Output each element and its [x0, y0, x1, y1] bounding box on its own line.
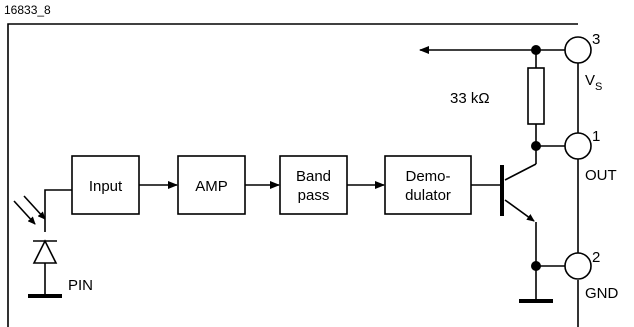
light-arrow-2 — [23, 195, 46, 220]
pin-diode-label: PIN — [68, 277, 93, 294]
emitter — [504, 199, 535, 222]
input-block — [71, 155, 140, 215]
collector — [504, 163, 537, 181]
input-label: Input — [89, 178, 123, 195]
pin-1-terminal — [564, 132, 592, 160]
resistor — [527, 67, 545, 125]
demodulator-label-line1: Demo- — [405, 168, 450, 185]
resistor-label: 33 kΩ — [450, 90, 490, 107]
pin-3-name: VS — [585, 72, 602, 93]
demodulator-label-line2: dulator — [405, 187, 451, 204]
pin-1-name: OUT — [585, 167, 617, 184]
figure-id: 16833_8 — [4, 3, 51, 17]
outer-frame — [7, 23, 578, 327]
pin-2-number: 2 — [592, 249, 600, 266]
demodulator-block — [384, 155, 472, 215]
light-arrow-1 — [13, 200, 36, 225]
pin-3-number: 3 — [592, 31, 600, 48]
pin-2-terminal — [564, 252, 592, 280]
bandpass-block — [279, 155, 348, 215]
pin-1-number: 1 — [592, 128, 600, 145]
amp-block — [177, 155, 246, 215]
pin-diode — [32, 239, 58, 264]
pin-3-terminal — [564, 36, 592, 64]
pin-2-name: GND — [585, 285, 619, 302]
diode-to-input — [44, 189, 72, 232]
amp-label: AMP — [195, 178, 228, 195]
bandpass-label-line2: pass — [298, 187, 330, 204]
bandpass-label-line1: Band — [296, 168, 331, 185]
